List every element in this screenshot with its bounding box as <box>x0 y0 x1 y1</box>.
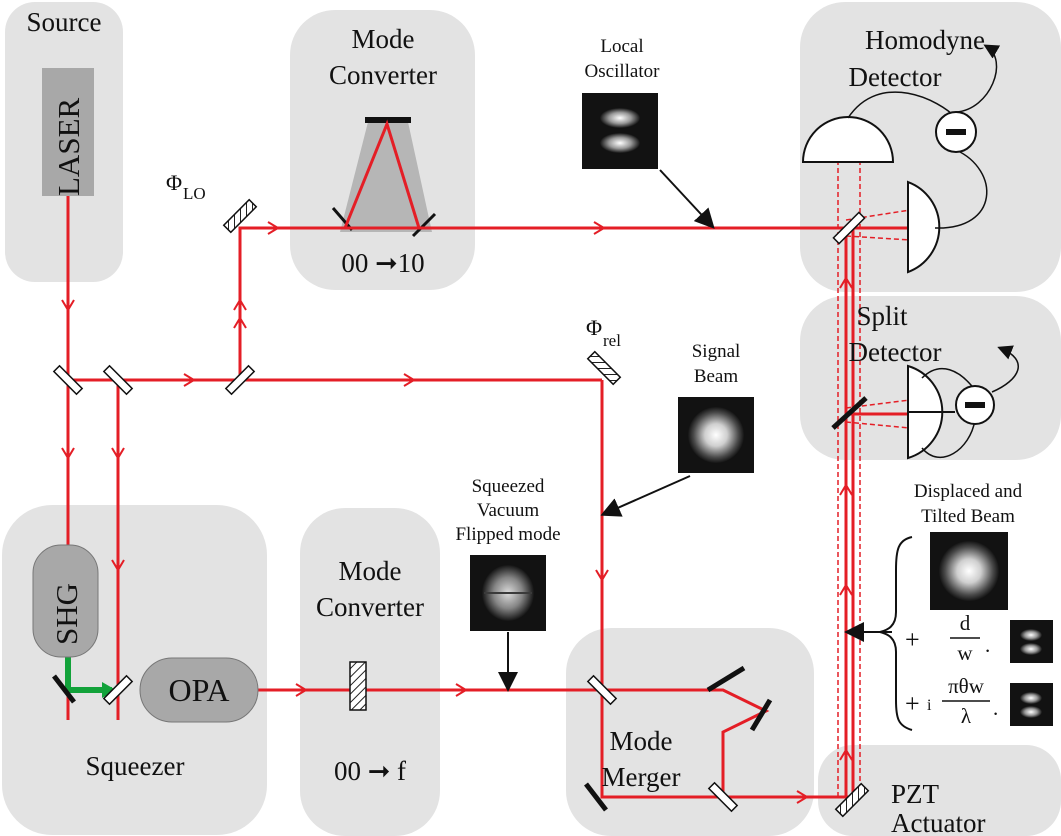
eq-lambda: λ <box>961 704 972 728</box>
small-mode-image-2 <box>1010 683 1053 726</box>
local-oscillator-label-1: Local <box>600 36 643 57</box>
homodyne-label-2: Detector <box>849 62 942 92</box>
phi-lo-symbol: Φ <box>166 170 182 195</box>
converter-right-mirror <box>411 212 437 238</box>
homodyne-photodiode-1 <box>801 116 895 163</box>
homodyne-label-1: Homodyne <box>865 25 985 55</box>
eq-w: w <box>957 641 973 665</box>
beam-splitter <box>586 674 618 706</box>
small-mode-image-1 <box>1010 620 1053 663</box>
phi-rel-subscript: rel <box>603 331 621 350</box>
phi-lo-subscript: LO <box>183 184 206 203</box>
pzt-label-1: PZT <box>891 779 940 809</box>
squeezed-label-2: Vacuum <box>477 500 539 521</box>
mirror <box>749 698 773 732</box>
mode-converter-top-label-1: Mode <box>352 24 415 54</box>
beam-splitters <box>52 211 866 813</box>
beam-merger-out <box>600 690 850 799</box>
beam-converter-internal <box>343 119 421 229</box>
mode-merger-module <box>566 628 814 836</box>
mode-merger-label-2: Merger <box>602 762 681 792</box>
green-pump-beam <box>65 650 112 693</box>
converter-left-mirror <box>331 207 354 231</box>
mirror <box>584 782 608 812</box>
squeezed-label-1: Squeezed <box>472 476 545 497</box>
mode-converter-bottom-equation: 00 ➞ f <box>334 756 406 786</box>
displaced-beam-image <box>930 532 1008 610</box>
homodyne-photodiode-2 <box>907 180 941 274</box>
minus-circle-split <box>955 385 995 425</box>
pump-arrowhead <box>102 682 116 698</box>
eq-dot-2: . <box>993 696 998 720</box>
split-mirror <box>831 396 868 430</box>
mode-converter-bottom-label-2: Converter <box>316 592 424 622</box>
dichroic-mirror <box>102 674 134 706</box>
signal-beam-label-2: Beam <box>694 366 739 387</box>
opa-label: OPA <box>168 672 229 708</box>
mirror <box>52 674 76 704</box>
shg-label: SHG <box>49 583 84 645</box>
curly-brace <box>879 536 913 731</box>
signal-beam-label-1: Signal <box>692 341 741 362</box>
eq-pi-theta-w: πθw <box>948 674 985 698</box>
mirrors <box>52 396 868 812</box>
beam-splitter <box>52 364 84 396</box>
pzt-actuator-module <box>818 745 1061 836</box>
local-oscillator-label-2: Oscillator <box>585 61 661 82</box>
laser-label: LASER <box>51 98 86 197</box>
local-oscillator-image <box>582 93 658 169</box>
split-detector-label-1: Split <box>856 301 908 331</box>
squeezed-vacuum-image <box>470 555 546 631</box>
mode-converter-plate <box>349 661 367 711</box>
detector-wiring <box>847 44 1019 459</box>
eq-plus-1: + <box>905 625 920 654</box>
mode-converter-top-equation: 00 ➞10 <box>341 248 424 278</box>
squeezed-label-3: Flipped mode <box>455 524 560 545</box>
displaced-label-1: Displaced and <box>914 481 1023 502</box>
split-detector-module <box>800 296 1061 460</box>
phase-shifter-lo <box>222 198 258 234</box>
laser-box <box>42 68 94 196</box>
eq-d: d <box>960 611 971 635</box>
mode-converter-bottom-module <box>300 508 440 836</box>
phi-rel-symbol: Φ <box>586 315 602 340</box>
source-label: Source <box>27 7 102 37</box>
beam-lo-path <box>238 226 846 380</box>
pzt-mirror <box>834 782 870 818</box>
signal-beam-image <box>678 397 754 473</box>
opa-crystal <box>139 657 259 723</box>
eq-dot-1: . <box>985 633 990 657</box>
eq-i: i <box>927 697 932 714</box>
phase-shifter-rel <box>586 350 622 386</box>
phase-shifters <box>222 198 870 818</box>
split-detector-label-2: Detector <box>849 337 942 367</box>
shg-crystal <box>32 544 99 658</box>
pointer-arrows <box>498 169 892 692</box>
mode-converter-bottom-label-1: Mode <box>339 556 402 586</box>
squeezer-label: Squeezer <box>86 751 185 781</box>
homodyne-beam-splitter <box>832 211 866 245</box>
mode-converter-top-label-2: Converter <box>329 60 437 90</box>
mode-merger-label-1: Mode <box>610 726 673 756</box>
minus-circle-homodyne <box>935 111 977 153</box>
eq-plus-2: + <box>905 689 920 718</box>
displaced-label-2: Tilted Beam <box>921 506 1015 527</box>
mode-converter-prism <box>340 122 432 232</box>
beam-splitter <box>102 364 134 396</box>
beam-splitter <box>707 781 739 813</box>
mirror <box>706 665 746 693</box>
beam-splitter <box>224 364 256 396</box>
detectors <box>801 116 955 460</box>
pzt-label-2: Actuator <box>891 808 985 836</box>
